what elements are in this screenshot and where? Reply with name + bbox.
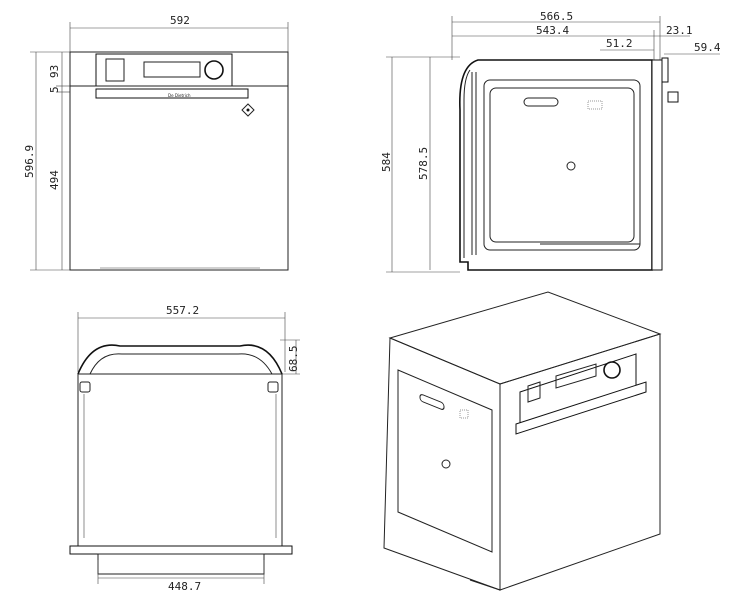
- top-front-plate: [69, 545, 293, 555]
- side-door: [651, 59, 663, 271]
- isometric-view: [383, 291, 662, 591]
- dim-top-bottom-width: 448.7: [168, 580, 201, 593]
- dim-front-panel-height: 93: [48, 65, 61, 78]
- top-body-outline: [77, 373, 283, 547]
- top-view: 557.2 68.5 448.7: [69, 304, 300, 593]
- dim-side-handle-depth: 51.2: [606, 37, 633, 50]
- front-body-outline: [69, 51, 289, 271]
- side-panel: [483, 79, 641, 251]
- dim-top-width: 557.2: [166, 304, 199, 317]
- dim-side-depth-total: 566.5: [540, 10, 573, 23]
- panel-display-small: [105, 58, 125, 82]
- iso-hole: [441, 459, 451, 469]
- dim-side-height-body: 578.5: [417, 147, 430, 180]
- dim-top-handle-depth: 68.5: [287, 346, 300, 373]
- dim-front-height-total: 596.9: [23, 145, 36, 178]
- top-handle: [77, 344, 283, 375]
- iso-display: [555, 363, 597, 389]
- side-body-outline: [459, 59, 653, 271]
- front-view: 592 596.9 93 5 494 De Dietrich: [23, 14, 289, 271]
- dim-front-width: 592: [170, 14, 190, 27]
- side-view: 566.5 543.4 23.1 51.2 59.4 584 578.5: [380, 10, 721, 273]
- dim-side-door-depth: 59.4: [694, 41, 721, 54]
- panel-display: [143, 61, 201, 78]
- iso-handle: [515, 381, 647, 435]
- iso-side-panel: [397, 369, 493, 553]
- dim-front-gap: 5: [48, 86, 61, 93]
- side-slot: [523, 97, 559, 107]
- side-knob: [661, 57, 669, 83]
- door-handle: [95, 88, 249, 99]
- side-hole: [566, 161, 576, 171]
- dim-side-knob-depth: 23.1: [666, 24, 693, 37]
- iso-front-face: [499, 333, 661, 591]
- control-knob-icon: [204, 60, 224, 80]
- door-hinge-icon: [241, 103, 255, 117]
- dim-front-body-height: 494: [48, 170, 61, 190]
- dim-side-height-total: 584: [380, 152, 393, 172]
- vent-grid-icon: [587, 100, 603, 110]
- iso-knob-icon: [603, 361, 621, 379]
- side-handle: [667, 91, 679, 103]
- dim-side-depth-body: 543.4: [536, 24, 569, 37]
- iso-vent-icon: [459, 409, 469, 419]
- brand-logo: De Dietrich: [168, 93, 191, 98]
